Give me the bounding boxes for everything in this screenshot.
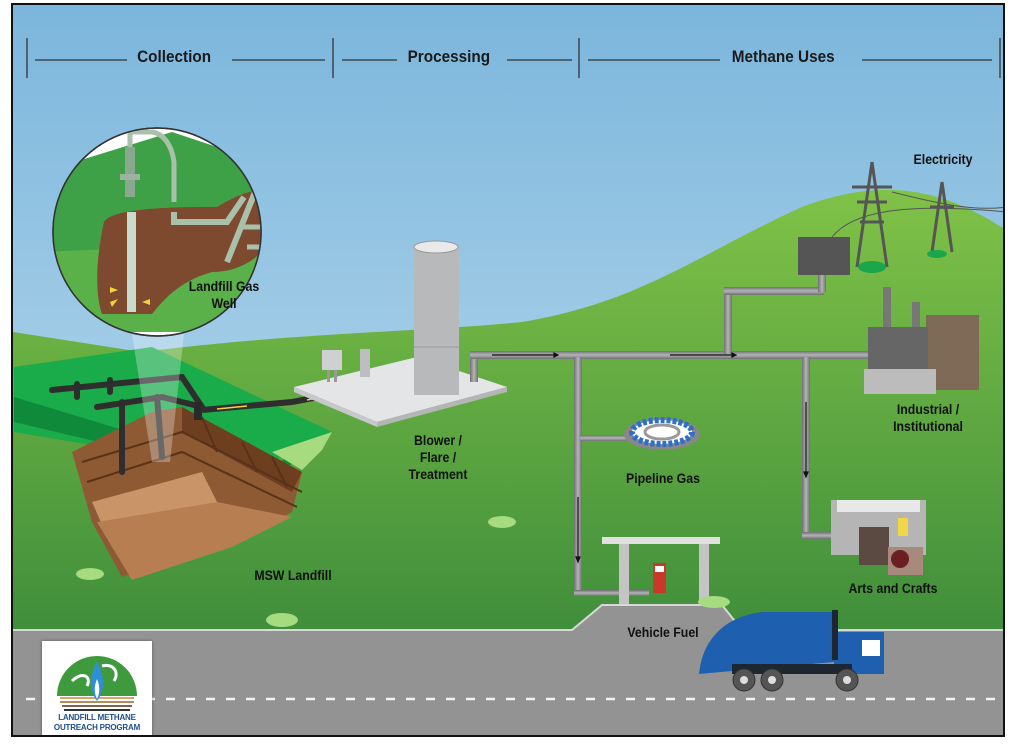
blower-flare-treatment-illustration	[294, 240, 507, 427]
stage-label-processing: Processing	[407, 47, 491, 66]
bushes	[76, 516, 730, 627]
industrial-institutional-illustration	[864, 287, 979, 394]
stage-label-collection: Collection	[137, 47, 212, 66]
electricity-illustration	[798, 161, 1003, 275]
landfill-gas-well-inset	[52, 127, 262, 337]
logo-text-line2: OUTREACH PROGRAM	[53, 723, 141, 732]
node-label-industrial-institutional: Industrial / Institutional	[893, 401, 963, 434]
globe-flame-icon	[57, 656, 137, 711]
node-label-pipeline-gas: Pipeline Gas	[626, 470, 700, 486]
node-label-electricity: Electricity	[913, 151, 973, 167]
lmop-logo: LANDFILL METHANE OUTREACH PROGRAM	[42, 641, 152, 735]
distribution-pipes	[470, 272, 870, 596]
stage-label-methane-uses: Methane Uses	[731, 47, 835, 66]
logo-text-line1: LANDFILL METHANE	[58, 713, 136, 722]
diagram-frame: Collection Processing Methane Uses Landf…	[11, 3, 1005, 737]
node-label-vehicle-fuel: Vehicle Fuel	[627, 624, 699, 640]
scene-illustration	[13, 5, 1003, 735]
pipeline-gas-illustration	[624, 417, 700, 450]
landfill-illustration	[14, 334, 332, 580]
arts-and-crafts-illustration	[831, 500, 926, 575]
node-label-blower-flare-treatment: Blower / Flare / Treatment	[408, 432, 468, 482]
vehicle-fuel-station-illustration	[602, 537, 720, 604]
node-label-landfill-gas-well: Landfill Gas Well	[188, 278, 260, 311]
stage-dividers	[26, 38, 1001, 78]
garbage-truck-illustration	[699, 610, 884, 692]
node-label-msw-landfill: MSW Landfill	[254, 567, 332, 583]
node-label-arts-and-crafts: Arts and Crafts	[848, 580, 938, 596]
